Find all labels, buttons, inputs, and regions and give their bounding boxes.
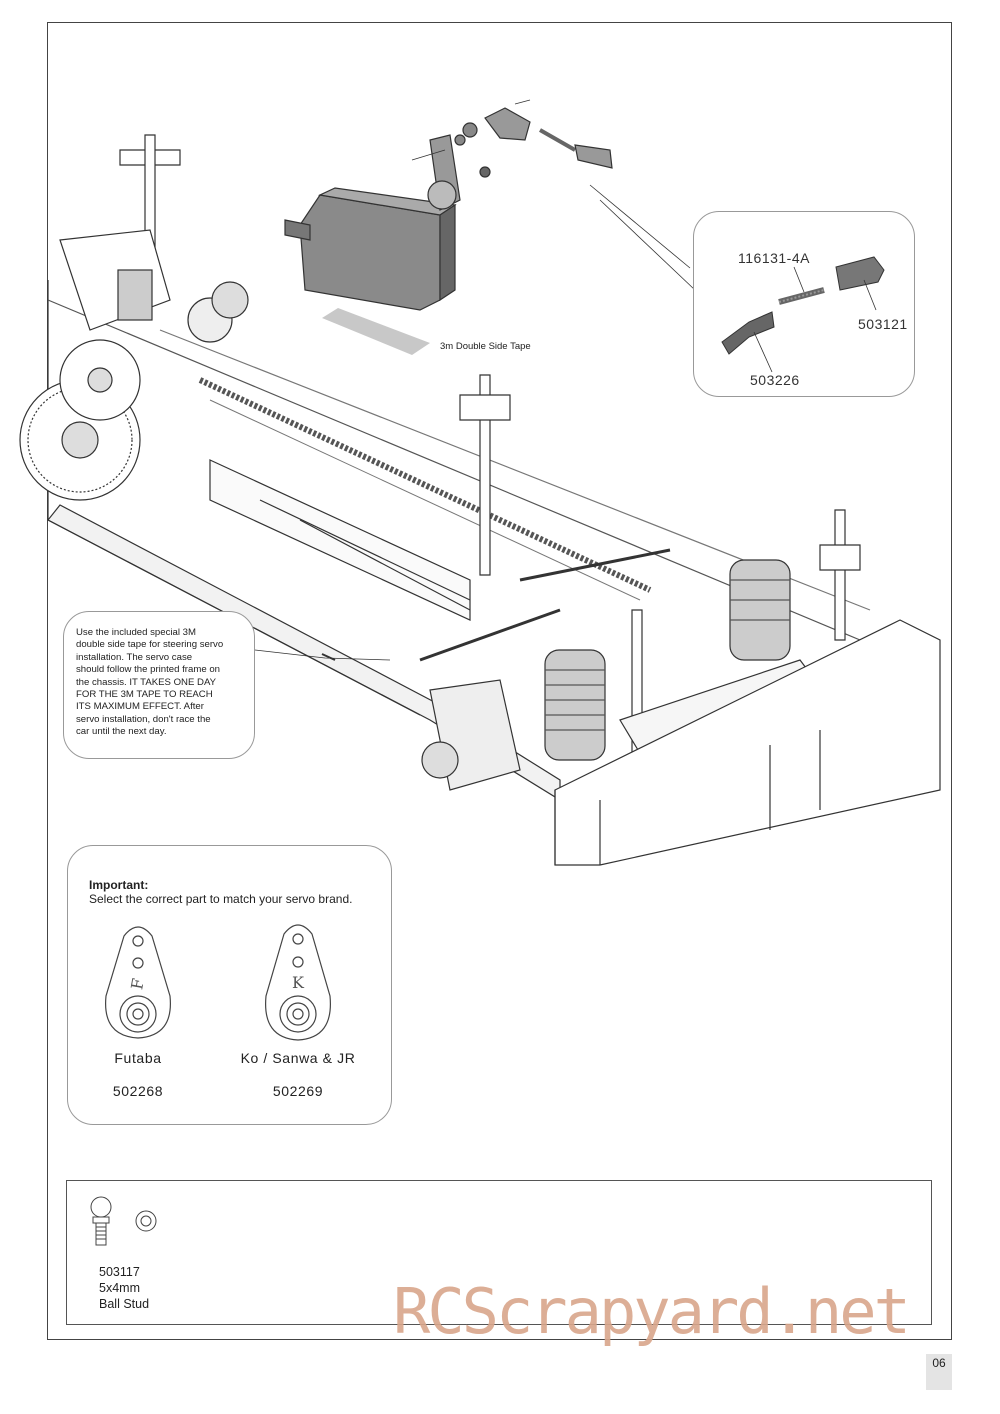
part-label-rod: 116131-4A xyxy=(738,250,810,266)
parts-bag-box: 503117 5x4mm Ball Stud xyxy=(66,1180,932,1325)
futaba-horn-letter: F xyxy=(127,977,148,991)
tape-note-line: installation. The servo case xyxy=(76,651,193,663)
part-label-ball-end: 503121 xyxy=(858,316,908,332)
part-label-ball-end-arm: 503226 xyxy=(750,372,800,388)
tape-note-line: car until the next day. xyxy=(76,726,167,738)
tape-label: 3m Double Side Tape xyxy=(440,341,531,352)
ko-sanwa-jr-part-number: 502269 xyxy=(272,1083,324,1099)
tape-note-line: the chassis. IT TAKES ONE DAY xyxy=(76,676,217,688)
important-heading: Important: xyxy=(89,878,149,892)
futaba-part-number: 502268 xyxy=(112,1083,164,1099)
tape-note-line: double side tape for steering servo xyxy=(76,639,224,651)
ko-sanwa-jr-brand-label: Ko / Sanwa & JR xyxy=(240,1050,356,1066)
watermark: RCScrapyard.net xyxy=(393,1275,911,1348)
ball-stud-size: 5x4mm xyxy=(99,1281,140,1295)
futaba-brand-label: Futaba xyxy=(114,1050,162,1066)
linkage-detail-callout: 116131-4A 503121 503226 xyxy=(693,211,915,397)
servo-horn-drawings: F K xyxy=(105,924,331,1041)
tape-note-line: should follow the printed frame on xyxy=(76,664,220,676)
tape-note-callout: Use the included special 3M double side … xyxy=(63,611,255,759)
linkage-parts-drawing xyxy=(721,256,885,373)
important-servo-horn-callout: Important: Select the correct part to ma… xyxy=(67,845,392,1125)
important-subtext: Select the correct part to match your se… xyxy=(89,892,353,906)
tape-note-line: servo installation, don't race the xyxy=(76,713,211,725)
page-number: 06 xyxy=(926,1354,952,1390)
ball-stud-name: Ball Stud xyxy=(99,1297,150,1311)
tape-note-line: Use the included special 3M xyxy=(76,627,196,638)
tape-note-line: ITS MAXIMUM EFFECT. After xyxy=(76,701,204,713)
ko-horn-letter: K xyxy=(292,973,305,992)
ball-stud-part-number: 503117 xyxy=(99,1265,140,1279)
tape-note-text: Use the included special 3M double side … xyxy=(76,627,254,739)
page-frame xyxy=(47,22,952,1340)
ball-stud-icon xyxy=(90,1196,157,1246)
tape-note-line: FOR THE 3M TAPE TO REACH xyxy=(76,689,213,701)
